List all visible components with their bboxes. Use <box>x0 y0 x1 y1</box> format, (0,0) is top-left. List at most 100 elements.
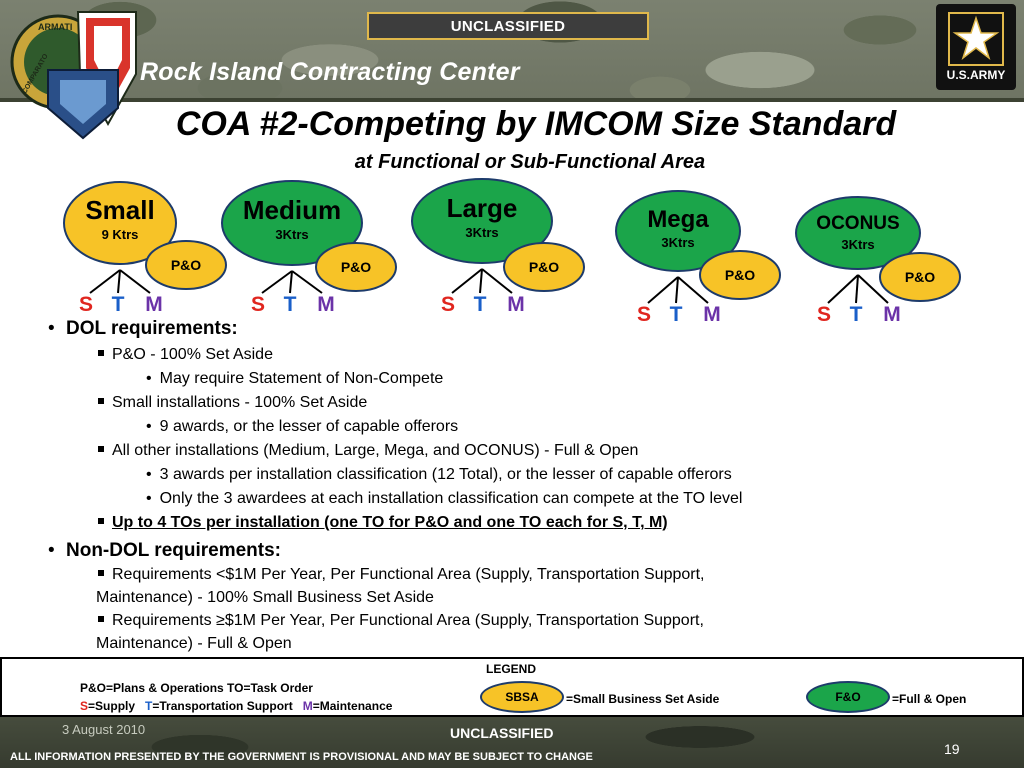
bullet-dot-icon: • <box>48 540 55 561</box>
oconus-maintenance-letter: M <box>883 303 901 326</box>
square-bullet-icon <box>98 569 104 576</box>
bullet-dot-icon: • <box>146 418 152 435</box>
legend-box: LEGEND P&O=Plans & Operations TO=Task Or… <box>0 657 1024 717</box>
mega-po-oval <box>699 250 781 300</box>
medium-po-label: P&O <box>341 259 371 275</box>
large-contractors: 3Ktrs <box>465 225 498 240</box>
legend-m-text: =Maintenance <box>312 699 393 713</box>
other-installations-text: All other installations (Medium, Large, … <box>112 442 639 459</box>
medium-connector-line <box>289 270 293 294</box>
small-transport-letter: T <box>112 293 125 316</box>
org-title: Rock Island Contracting Center <box>140 58 520 86</box>
legend-s-text: =Supply <box>88 699 146 713</box>
square-bullet-icon <box>98 615 104 622</box>
footer-disclaimer: ALL INFORMATION PRESENTED BY THE GOVERNM… <box>10 751 593 763</box>
slide-title: COA #2-Competing by IMCOM Size Standard <box>175 105 897 143</box>
bullet-dot-icon: • <box>146 490 152 507</box>
medium-supply-letter: S <box>251 293 265 316</box>
bullet-dot-icon: • <box>146 370 152 387</box>
nondol-title: Non-DOL requirements: <box>66 540 282 561</box>
small-connector-line <box>119 269 151 294</box>
dol-title: DOL requirements: <box>66 318 238 339</box>
non-compete-text: May require Statement of Non-Compete <box>159 370 444 387</box>
legend-abbreviations: P&O=Plans & Operations TO=Task Order <box>80 681 313 695</box>
small-po-label: P&O <box>171 257 201 273</box>
bullet-small-setaside: Small installations - 100% Set Aside <box>98 394 367 412</box>
bullet-non-compete: • May require Statement of Non-Compete <box>146 370 443 388</box>
oconus-installation-oval <box>795 196 921 270</box>
square-bullet-icon <box>98 349 104 356</box>
small-po-oval <box>145 240 227 290</box>
footer-bar: 3 August 2010 UNCLASSIFIED 19 ALL INFORM… <box>0 717 1024 768</box>
large-connector-line <box>451 268 483 294</box>
req-more-line2: Maintenance) - Full & Open <box>96 635 292 652</box>
small-supply-letter: S <box>79 293 93 316</box>
up-to-four-text: Up to 4 TOs per installation (one TO for… <box>112 514 668 531</box>
small-maintenance-letter: M <box>145 293 163 316</box>
large-label: Large <box>447 193 518 223</box>
large-po-label: P&O <box>529 259 559 275</box>
bullet-dot-icon: • <box>146 466 152 483</box>
medium-maintenance-letter: M <box>317 293 335 316</box>
bullet-other-installations: All other installations (Medium, Large, … <box>98 442 638 460</box>
oconus-connector-line <box>827 274 859 304</box>
large-transport-letter: T <box>474 293 487 316</box>
legend-t-text: =Transportation Support <box>152 699 303 713</box>
us-army-logo: U.S.ARMY <box>936 4 1016 90</box>
bullet-req-more: Requirements ≥$1M Per Year, Per Function… <box>98 612 704 630</box>
oconus-transport-letter: T <box>850 303 863 326</box>
square-bullet-icon <box>98 445 104 452</box>
large-connector-line <box>479 268 483 294</box>
legend-fo-oval: F&O <box>806 681 890 713</box>
bullet-up-to-four: Up to 4 TOs per installation (one TO for… <box>98 514 668 532</box>
oconus-connector-line <box>857 274 889 304</box>
army-star-icon <box>948 12 1004 66</box>
large-supply-letter: S <box>441 293 455 316</box>
mega-transport-letter: T <box>670 303 683 326</box>
header-divider <box>0 98 1024 102</box>
mega-label: Mega <box>647 206 709 233</box>
legend-t-key: T <box>145 699 153 713</box>
bullet-req-less: Requirements <$1M Per Year, Per Function… <box>98 566 704 584</box>
classification-banner-bottom: UNCLASSIFIED <box>450 725 554 741</box>
mega-connector-line <box>675 276 679 304</box>
bullet-dot-icon: • <box>48 318 55 339</box>
oconus-contractors: 3Ktrs <box>841 237 874 252</box>
small-connector-line <box>117 269 121 294</box>
bullet-nondol-heading: • Non-DOL requirements: <box>48 540 282 562</box>
medium-connector-line <box>291 270 323 294</box>
mega-po-label: P&O <box>725 267 755 283</box>
medium-installation-oval <box>221 180 363 266</box>
large-connector-line <box>481 268 513 294</box>
large-maintenance-letter: M <box>507 293 525 316</box>
mega-connector-line <box>677 276 709 304</box>
legend-m-key: M <box>302 699 313 713</box>
mega-contractors: 3Ktrs <box>661 235 694 250</box>
mega-installation-oval <box>615 190 741 272</box>
req-less-line2: Maintenance) - 100% Small Business Set A… <box>96 589 434 606</box>
small-installation-oval <box>63 181 177 265</box>
oconus-supply-letter: S <box>817 303 831 326</box>
legend-fo-text: =Full & Open <box>892 692 967 706</box>
logo-text-armati: ARMATI <box>38 22 72 32</box>
three-awards-text: 3 awards per installation classification… <box>159 466 732 483</box>
square-bullet-icon <box>98 517 104 524</box>
legend-title: LEGEND <box>486 662 537 676</box>
legend-stm-key: S=Supply T=Transportation Support M=Main… <box>80 699 392 713</box>
bullet-three-awards: • 3 awards per installation classificatio… <box>146 466 732 484</box>
large-installation-oval <box>411 178 553 264</box>
medium-connector-line <box>261 270 293 294</box>
medium-contractors: 3Ktrs <box>275 227 308 242</box>
po-setaside-text: P&O - 100% Set Aside <box>112 346 273 363</box>
slide-subtitle: at Functional or Sub-Functional Area <box>354 151 706 173</box>
mega-supply-letter: S <box>637 303 651 326</box>
medium-transport-letter: T <box>284 293 297 316</box>
footer-date: 3 August 2010 <box>62 722 146 737</box>
large-po-oval <box>503 242 585 292</box>
bullet-nine-awards: •9 awards, or the lesser of capable offe… <box>146 418 458 436</box>
req-less-line1: Requirements <$1M Per Year, Per Function… <box>112 566 705 583</box>
bullet-only-three: •Only the 3 awardees at each installatio… <box>146 490 742 508</box>
oconus-connector-line <box>855 274 859 304</box>
square-bullet-icon <box>98 397 104 404</box>
